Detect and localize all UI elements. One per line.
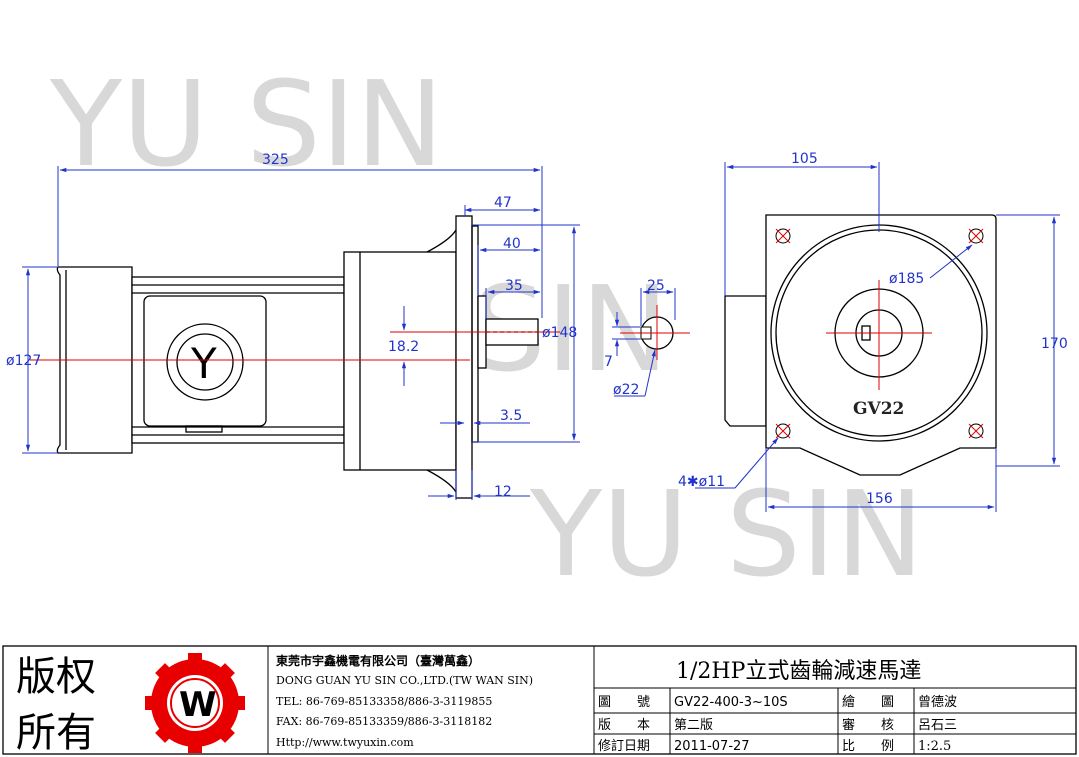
title-block: 版权 所有 W 東莞市宇鑫機電有限公司（臺灣萬鑫） DONG GUAN YU S… (2, 645, 1077, 756)
company-tel: TEL: 86-769-85133358/886-3-3119855 (276, 695, 492, 708)
label-drawing-no: 圖 號 (598, 695, 650, 710)
dim-25: 25 (647, 278, 665, 294)
dim-170: 170 (1041, 336, 1068, 352)
gearbox-body (343, 251, 457, 471)
side-view-dimensions (22, 166, 580, 500)
watermark-text: YU SIN (529, 465, 924, 603)
mounting-holes (775, 228, 984, 439)
front-view (724, 214, 997, 476)
shaft-section: 25 7 ø22 (604, 278, 690, 398)
company-logo-icon: W (145, 653, 245, 753)
drawn-by: 曾德波 (918, 695, 957, 710)
dim-47: 47 (494, 195, 512, 211)
company-cn: 東莞市宇鑫機電有限公司（臺灣萬鑫） (276, 653, 480, 668)
label-version: 版 本 (598, 718, 650, 733)
watermark-text: YU SIN (49, 55, 444, 193)
label-scale: 比 例 (842, 739, 894, 754)
dim-holes: 4✱ø11 (678, 474, 725, 490)
drawing-title: 1/2HP立式齒輪減速馬達 (676, 659, 921, 684)
label-checked-by: 審 核 (842, 718, 894, 733)
scale: 1:2.5 (918, 739, 951, 754)
dim-156: 156 (866, 491, 893, 507)
dim-40: 40 (503, 236, 521, 252)
dim-length: 325 (262, 152, 289, 168)
dim-3-5: 3.5 (500, 408, 522, 424)
label-date: 修訂日期 (598, 738, 650, 754)
dim-offset: 18.2 (388, 339, 419, 355)
front-view-dimensions (695, 162, 1060, 512)
checked-by: 呂石三 (918, 718, 957, 733)
company-fax: FAX: 86-769-85133359/886-3-3118182 (276, 715, 492, 728)
model-label: GV22 (853, 399, 904, 419)
label-drawn-by: 繪 圖 (842, 694, 894, 710)
company-en: DONG GUAN YU SIN CO.,LTD.(TW WAN SIN) (276, 674, 533, 687)
gear-logo-icon (166, 323, 244, 401)
company-url: Http://www.twyuxin.com (276, 736, 414, 749)
gear-logo-letter: Y (190, 339, 217, 388)
dim-105: 105 (791, 151, 818, 167)
dim-motor-dia: ø127 (6, 353, 41, 369)
logo-letter: W (179, 685, 217, 725)
dim-35: 35 (505, 278, 523, 294)
dim-key-7: 7 (604, 354, 613, 370)
copyright-line1: 版权 (16, 654, 96, 700)
dim-shaft-dia: ø22 (613, 382, 639, 398)
dim-pcd: ø185 (889, 271, 924, 287)
flange (455, 215, 473, 499)
dim-12: 12 (494, 484, 512, 500)
revision-date: 2011-07-27 (674, 739, 750, 754)
version: 第二版 (674, 718, 713, 733)
side-view: Y (56, 215, 539, 499)
dim-flange-dia: ø148 (542, 325, 577, 341)
drawing-no: GV22-400-3~10S (674, 695, 788, 710)
copyright-line2: 所有 (16, 710, 96, 756)
